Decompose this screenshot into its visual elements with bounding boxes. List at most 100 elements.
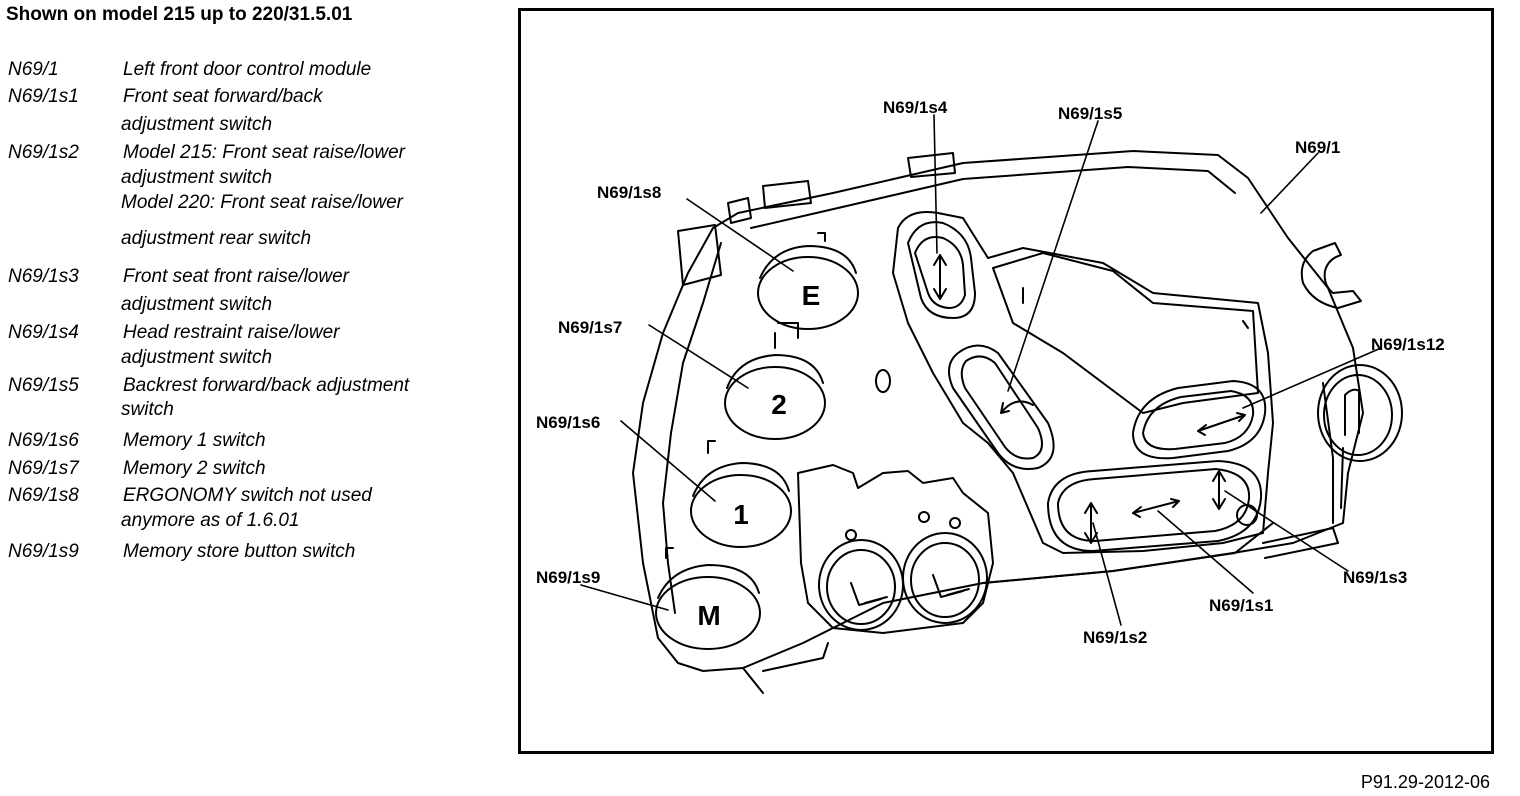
legend-code: N69/1s2 (8, 142, 79, 163)
indicator-ring (875, 369, 891, 393)
leader-lines (580, 114, 1382, 626)
callout-label: N69/1s12 (1371, 335, 1445, 354)
seat-position-button-left (818, 539, 904, 631)
side-knob-mount (1322, 382, 1344, 524)
leader-line (1242, 347, 1382, 409)
legend-text: adjustment switch (121, 167, 273, 188)
callout-label: N69/1 (1295, 138, 1340, 157)
backrest-switch (948, 344, 1055, 470)
legend-code: N69/1s9 (8, 541, 79, 562)
horizontal-arrow-icon (1197, 412, 1246, 436)
backrest-switch-inner (960, 355, 1043, 460)
vertical-arrow-icon (1212, 470, 1226, 510)
indicator-dot (949, 517, 961, 529)
legend-text: Front seat front raise/lower (123, 266, 349, 287)
seat-cushion-switch-inner (1057, 468, 1251, 542)
module-left-edge (662, 242, 722, 614)
button-side (692, 462, 790, 497)
leader-line (580, 584, 669, 611)
seat-position-button-right (902, 532, 988, 624)
figure-reference: P91.29-2012-06 (1360, 772, 1490, 792)
leader-line (1157, 510, 1254, 594)
seat-position-button-left-inner (826, 549, 896, 625)
button-notch (774, 322, 799, 349)
side-knob-slot (1344, 388, 1360, 436)
memory-1-button (690, 474, 792, 548)
lumbar-switch (1132, 380, 1267, 460)
button-side (759, 245, 857, 279)
legend-text: Backrest forward/back adjustment (123, 375, 410, 396)
housing-clip (727, 197, 752, 224)
seat-memory-housing (797, 464, 994, 634)
legend-text: Front seat forward/back (123, 86, 323, 107)
legend-text: ERGONOMY switch not used (123, 485, 372, 506)
leader-line (648, 324, 749, 389)
memory-store-button-m (655, 576, 761, 650)
memory-2-button (724, 366, 826, 440)
seat-back-recess (1022, 287, 1249, 329)
leader-line (1224, 490, 1349, 572)
legend-code: N69/1s5 (8, 375, 79, 396)
legend-text: Memory store button switch (123, 541, 356, 562)
button-label: 1 (733, 499, 749, 530)
housing-clip (677, 224, 722, 286)
callout-label: N69/1s6 (536, 413, 600, 432)
button-side (726, 354, 824, 389)
leader-line (1260, 152, 1319, 214)
legend-text: anymore as of 1.6.01 (121, 510, 300, 531)
callout-label: N69/1s1 (1209, 596, 1273, 615)
head-restraint-switch-inner (914, 236, 966, 309)
legend-text: adjustment rear switch (121, 228, 312, 249)
callout-label: N69/1s4 (883, 98, 948, 117)
seat-icon (850, 582, 888, 606)
lumbar-switch-inner (1142, 390, 1255, 451)
seat-position-button-right-inner (910, 542, 980, 618)
leader-line (933, 114, 938, 254)
figure-frame: N69/1s4 N69/1s5 N69/1 N69/1s8 N69/1s7 N6… (518, 8, 1494, 754)
housing-clip (762, 180, 812, 209)
leader-line (1092, 522, 1122, 626)
callout-label: N69/1s5 (1058, 104, 1122, 123)
legend-code: N69/1s7 (8, 458, 79, 479)
seat-icon (932, 574, 970, 598)
diagram-heading: Shown on model 215 up to 220/31.5.01 (6, 4, 353, 25)
seat-backrest-shape (992, 252, 1259, 414)
legend-text: Memory 2 switch (123, 458, 266, 479)
leader-line (1007, 120, 1099, 392)
mounting-hook (1300, 242, 1362, 309)
button-notch (665, 547, 674, 559)
callout-label: N69/1s3 (1343, 568, 1407, 587)
legend-code: N69/1s8 (8, 485, 79, 506)
legend-text: Head restraint raise/lower (123, 322, 340, 343)
legend-text: switch (121, 399, 174, 420)
housing-clip (907, 152, 956, 178)
indicator-dot (845, 529, 857, 541)
seat-cushion-switch (1047, 460, 1263, 552)
button-label: 2 (771, 389, 787, 420)
legend-text: Memory 1 switch (123, 430, 266, 451)
control-module-drawing: N69/1s4 N69/1s5 N69/1 N69/1s8 N69/1s7 N6… (536, 98, 1445, 694)
indicator-dot (918, 511, 930, 523)
vertical-arrow-icon (933, 254, 947, 300)
button-label: E (802, 280, 821, 311)
housing-lip (742, 642, 829, 694)
legend-text: Model 220: Front seat raise/lower (121, 192, 403, 213)
side-knob-inner (1323, 374, 1393, 456)
callout-label: N69/1s9 (536, 568, 600, 587)
curved-arrow-icon (1000, 400, 1034, 414)
legend-code: N69/1s6 (8, 430, 79, 451)
button-notch (817, 232, 826, 242)
legend-text: adjustment switch (121, 114, 273, 135)
button-notch (707, 440, 716, 454)
legend-code: N69/1s1 (8, 86, 79, 107)
leader-line (620, 420, 716, 502)
side-knob (1317, 364, 1403, 462)
button-label: M (697, 600, 720, 631)
seat-switch-panel (892, 211, 1274, 554)
callout-label: N69/1s7 (558, 318, 622, 337)
legend-code: N69/1s3 (8, 266, 79, 287)
horizontal-arrow-icon (1132, 498, 1180, 518)
module-inner-edge (750, 166, 1236, 229)
ergonomy-button-e (757, 256, 859, 330)
legend-text: adjustment switch (121, 294, 273, 315)
